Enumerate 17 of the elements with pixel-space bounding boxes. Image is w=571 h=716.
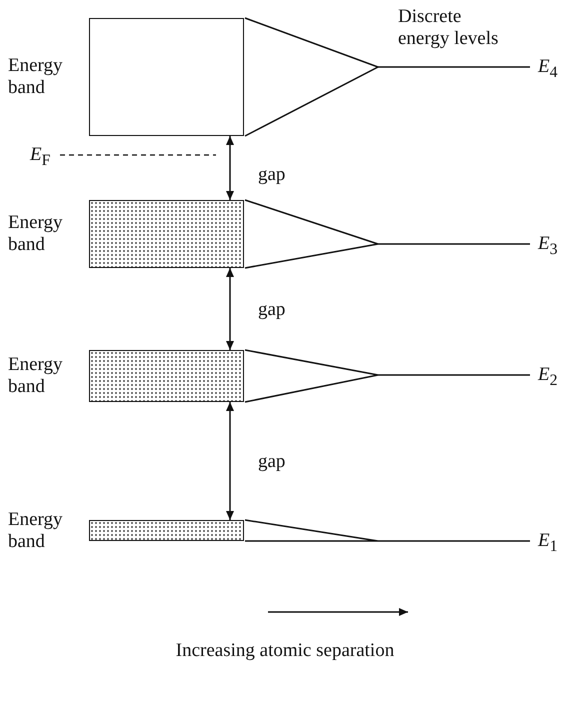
axis-caption: Increasing atomic separation <box>174 640 396 662</box>
energy-level-label: E$_{2}$ <box>538 364 558 391</box>
band-label: Energy band <box>8 212 64 256</box>
double-arrow <box>226 268 234 350</box>
double-arrow <box>226 136 234 200</box>
double-arrow <box>226 402 234 520</box>
edge-label: gap <box>258 164 286 186</box>
energy-level-label: E$_{3}$ <box>538 233 558 260</box>
band-label: Energy band <box>8 55 64 99</box>
annotation-text: Discrete energy levels <box>398 6 500 50</box>
fermi-level-label: E$_{F}$ <box>30 144 50 171</box>
edge-label: gap <box>258 299 286 321</box>
energy-level-label: E$_{4}$ <box>538 56 558 83</box>
energy-level-label: E$_{1}$ <box>538 530 558 557</box>
band-label: Energy band <box>8 354 64 398</box>
band-label: Energy band <box>8 508 64 552</box>
edge-label: gap <box>258 451 286 473</box>
